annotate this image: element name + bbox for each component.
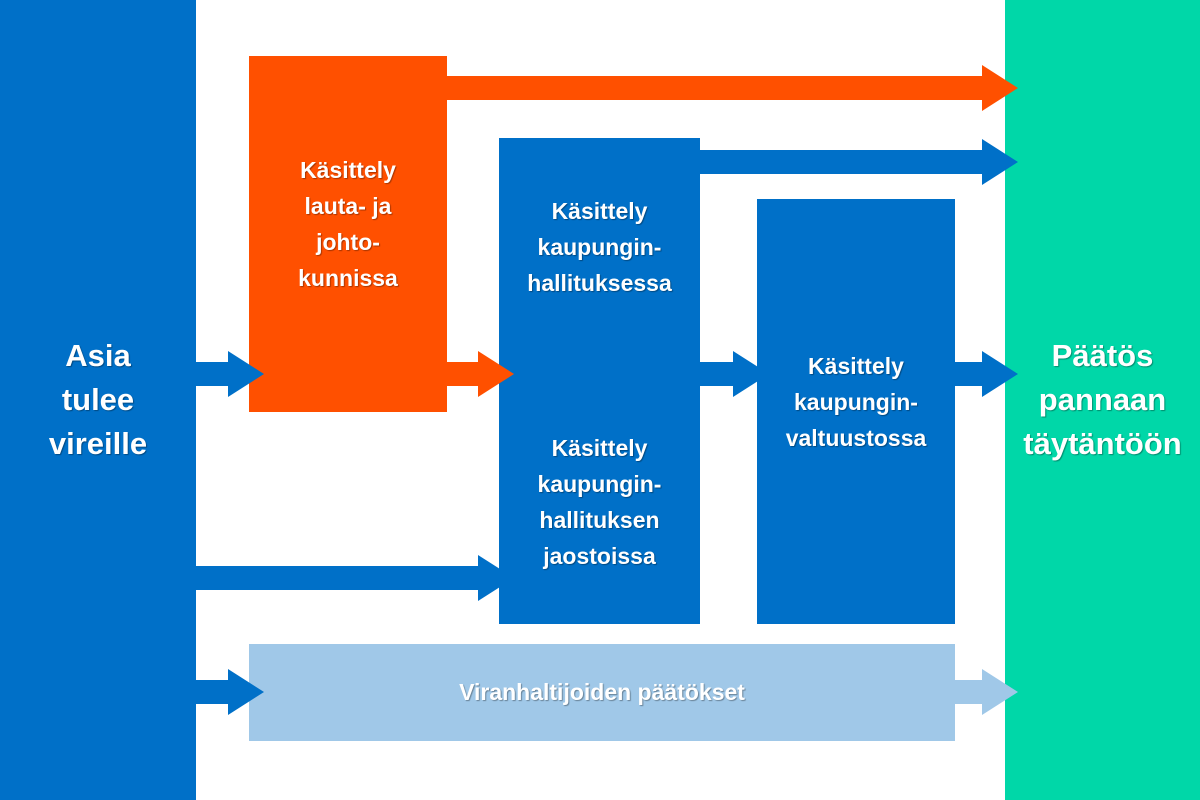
city-board-label: Käsittely kaupungin- hallituksessa bbox=[527, 198, 672, 296]
arrow-council-to-end bbox=[955, 351, 1018, 397]
city-board-divisions-text: Käsittely kaupungin- hallituksen jaostoi… bbox=[499, 432, 700, 572]
boards-label: Käsittely lauta- ja johto- kunnissa bbox=[298, 157, 398, 291]
end-label: Päätös pannaan täytäntöön bbox=[1023, 338, 1182, 461]
arrow-city-board-to-council bbox=[700, 351, 769, 397]
boards-box: Käsittely lauta- ja johto- kunnissa bbox=[249, 56, 447, 412]
officials-bar: Viranhaltijoiden päätökset bbox=[249, 644, 955, 741]
arrow-start-to-divisions bbox=[196, 555, 514, 601]
arrow-city-board-to-end bbox=[700, 139, 1018, 185]
start-column: Asia tulee vireille bbox=[0, 0, 196, 800]
end-column: Päätös pannaan täytäntöön bbox=[1005, 0, 1200, 800]
arrow-officials-to-end bbox=[955, 669, 1018, 715]
city-board-text: Käsittely kaupungin- hallituksessa bbox=[499, 195, 700, 299]
city-board-box bbox=[499, 138, 700, 624]
city-board-divisions-label: Käsittely kaupungin- hallituksen jaostoi… bbox=[537, 435, 662, 569]
arrow-boards-to-city-board bbox=[447, 351, 514, 397]
arrow-start-to-boards bbox=[196, 351, 264, 397]
city-council-label: Käsittely kaupungin- valtuustossa bbox=[785, 352, 927, 451]
arrow-start-to-officials bbox=[196, 669, 264, 715]
arrow-boards-to-end bbox=[447, 65, 1018, 111]
officials-label: Viranhaltijoiden päätökset bbox=[459, 679, 745, 705]
city-council-box: Käsittely kaupungin- valtuustossa bbox=[757, 199, 955, 624]
start-label: Asia tulee vireille bbox=[48, 338, 148, 461]
